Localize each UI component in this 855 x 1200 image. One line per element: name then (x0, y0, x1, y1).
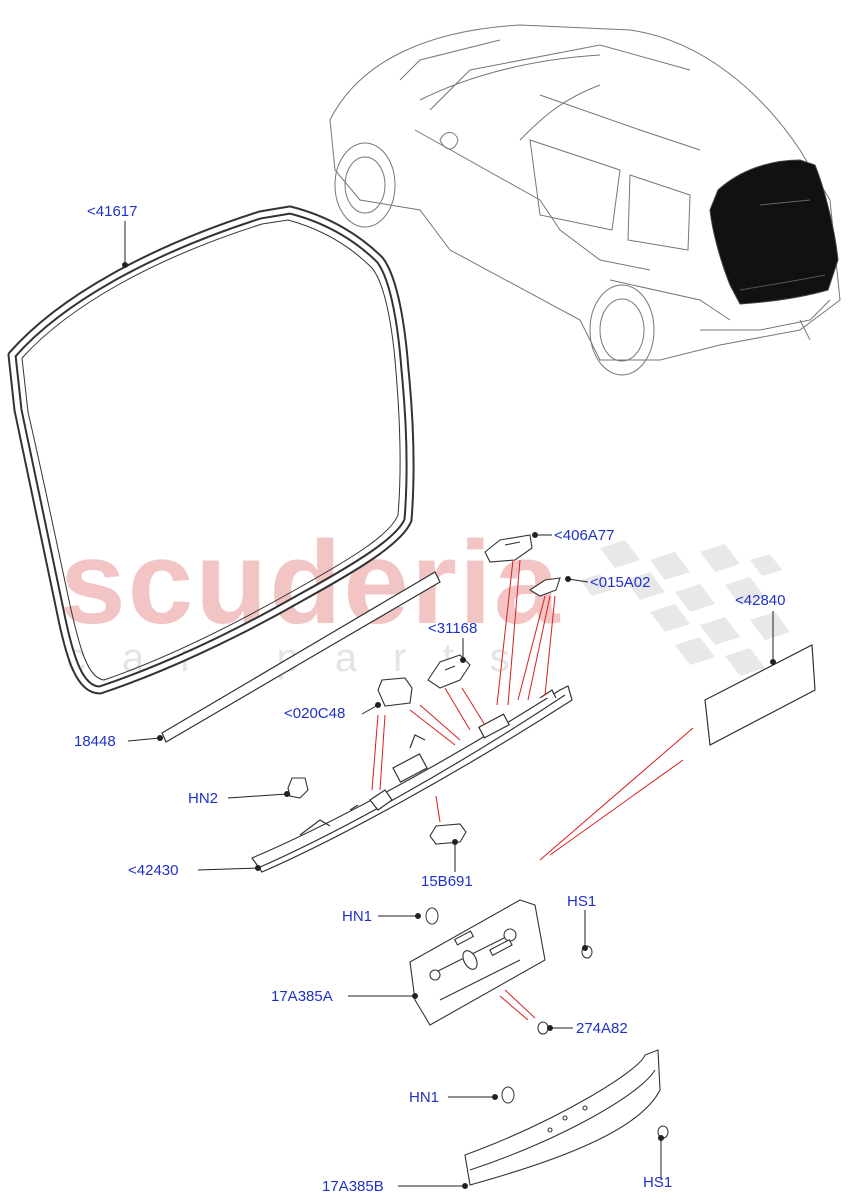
callout-17A385A[interactable]: 17A385A (271, 988, 333, 1005)
lower-trim (464, 1049, 661, 1186)
callout-015A02[interactable]: <015A02 (590, 574, 651, 591)
callout-15B691[interactable]: 15B691 (421, 873, 473, 890)
callout-42840[interactable]: <42840 (735, 592, 786, 609)
callout-42430[interactable]: <42430 (128, 862, 179, 879)
tailgate-glass (709, 159, 839, 305)
callout-HS1-lower[interactable]: HS1 (643, 1174, 673, 1191)
plate-lamp-42840 (704, 644, 816, 746)
guide-lines (371, 559, 694, 1021)
plate-bracket (409, 899, 546, 1026)
callout-020C48[interactable]: <020C48 (284, 705, 346, 722)
leader-lines (122, 221, 776, 1189)
camera-15B691 (429, 823, 467, 845)
callout-41617[interactable]: <41617 (87, 203, 138, 220)
clip-015A02 (528, 577, 561, 597)
handle-bar (251, 685, 573, 873)
latch-406A77 (484, 534, 533, 563)
finisher-strip (161, 571, 441, 743)
callout-HN1-upper[interactable]: HN1 (342, 908, 373, 925)
vehicle-illustration (329, 24, 841, 376)
tailgate-seal (7, 205, 415, 695)
callout-17A385B[interactable]: 17A385B (322, 1178, 384, 1195)
callout-274A82[interactable]: 274A82 (576, 1020, 628, 1037)
callout-HS1-upper[interactable]: HS1 (567, 893, 597, 910)
callout-HN1-lower[interactable]: HN1 (409, 1089, 440, 1106)
callout-406A77[interactable]: <406A77 (554, 527, 615, 544)
switch-020C48 (377, 677, 413, 707)
bracket-HN2 (287, 777, 309, 799)
callout-HN2[interactable]: HN2 (188, 790, 219, 807)
callout-18448[interactable]: 18448 (74, 733, 116, 750)
callout-31168[interactable]: <31168 (428, 620, 478, 637)
bracket-31168 (427, 654, 471, 689)
